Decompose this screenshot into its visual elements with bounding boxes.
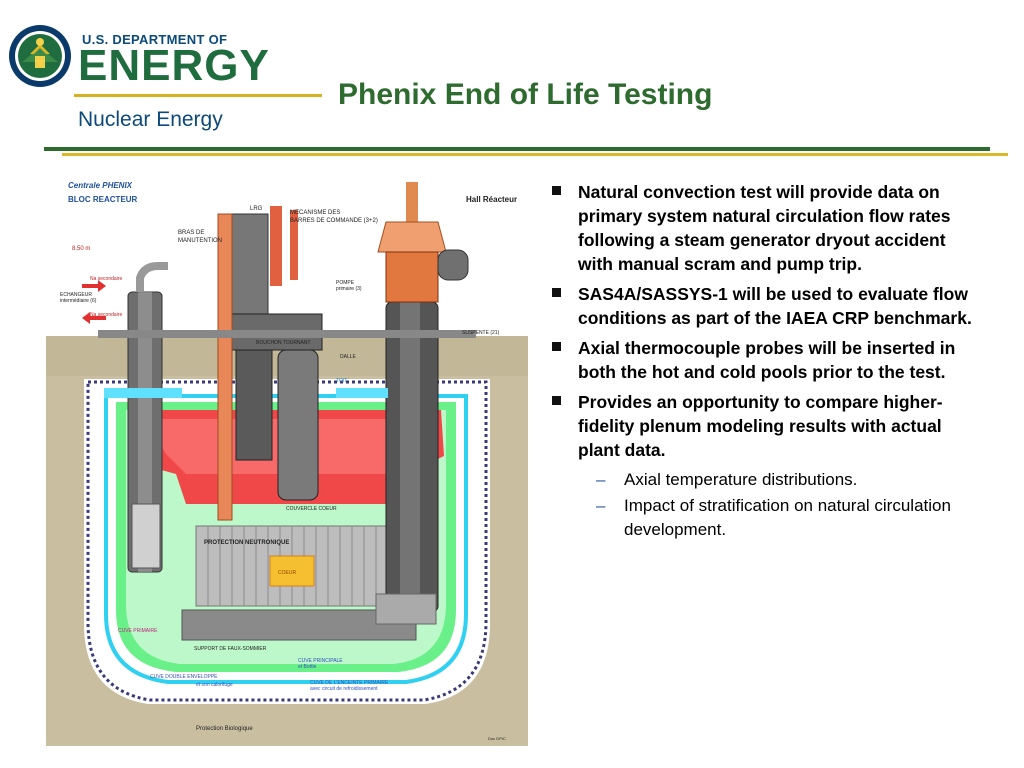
label-barres: BARRES DE COMMANDE (3+2) bbox=[290, 218, 378, 224]
energy-wordmark: ENERGY bbox=[78, 41, 270, 90]
reactor-block-diagram: Centrale PHENIX BLOC REACTEUR Hall Réact… bbox=[46, 174, 528, 746]
label-protection: PROTECTION NEUTRONIQUE bbox=[204, 540, 289, 546]
label-cuve-primaire: CUVE PRIMAIRE bbox=[118, 628, 158, 634]
label-coeur: COEUR bbox=[278, 570, 296, 576]
label-toit: TOIT bbox=[336, 378, 347, 384]
label-cuve-double: CUVE DOUBLE ENVELOPPE bbox=[150, 674, 218, 680]
label-avec-circuit: avec circuit de refroidissement bbox=[310, 686, 378, 692]
square-bullet-icon bbox=[552, 186, 561, 195]
square-bullet-icon bbox=[552, 342, 561, 351]
label-manutention: MANUTENTION bbox=[178, 238, 222, 244]
bullet-item: SAS4A/SASSYS-1 will be used to evaluate … bbox=[552, 282, 982, 330]
label-level: 8.50 m bbox=[72, 246, 90, 252]
label-et-bottle: et Bottle bbox=[298, 664, 317, 670]
label-mecanisme: MECANISME DES bbox=[290, 210, 340, 216]
bullet-item: Provides an opportunity to compare highe… bbox=[552, 390, 982, 462]
label-support: SUPPORT DE FAUX-SOMMIER bbox=[194, 646, 267, 652]
label-pompe: POMPE bbox=[336, 280, 355, 286]
label-cuve-principale: CUVE PRINCIPALE bbox=[298, 658, 343, 664]
header-rule-gold bbox=[62, 153, 1008, 156]
label-primaire3: primaire (3) bbox=[336, 286, 362, 292]
label-intermediaire: intermédiaire (6) bbox=[60, 298, 97, 304]
logo-rule bbox=[74, 94, 322, 97]
label-bouchon: BOUCHON TOURNANT bbox=[256, 340, 311, 346]
sub-bullet-text: Impact of stratification on natural circ… bbox=[624, 496, 951, 539]
label-couvercle: COUVERCLE COEUR bbox=[286, 506, 337, 512]
core bbox=[269, 555, 315, 587]
header-rule-green bbox=[44, 147, 990, 151]
doe-logo: U.S. DEPARTMENT OF ENERGY Nuclear Energy bbox=[8, 24, 322, 144]
department-line: U.S. DEPARTMENT OF bbox=[82, 32, 228, 47]
label-suspente: SUSPENTE (21) bbox=[462, 330, 500, 336]
label-et-calorifuge: et son calorifuge bbox=[196, 682, 233, 688]
sub-bullet-item: – Impact of stratification on natural ci… bbox=[596, 494, 982, 542]
label-credit: Doc DPIC bbox=[488, 736, 506, 741]
label-protection-bio: Protection Biologique bbox=[196, 726, 253, 732]
office-subtitle: Nuclear Energy bbox=[78, 108, 223, 131]
slide-title: Phenix End of Life Testing bbox=[338, 78, 713, 111]
label-na-sec-1: Na secondaire bbox=[90, 276, 122, 282]
label-centrale: Centrale PHENIX bbox=[68, 181, 133, 190]
square-bullet-icon bbox=[552, 288, 561, 297]
bullet-item: Axial thermocouple probes will be insert… bbox=[552, 336, 982, 384]
bullet-text: Natural convection test will provide dat… bbox=[578, 182, 951, 274]
sub-bullet-item: – Axial temperature distributions. bbox=[596, 468, 982, 492]
bullet-text: Provides an opportunity to compare highe… bbox=[578, 392, 943, 460]
bullet-item: Natural convection test will provide dat… bbox=[552, 180, 982, 276]
label-cuve-enceinte: CUVE DE L'ENCEINTE PRIMAIRE bbox=[310, 680, 389, 686]
label-echangeur: ECHANGEUR bbox=[60, 292, 92, 298]
label-lrg: LRG bbox=[250, 206, 263, 212]
bullet-text: SAS4A/SASSYS-1 will be used to evaluate … bbox=[578, 284, 972, 328]
dash-bullet-icon: – bbox=[596, 496, 606, 515]
handling-arm bbox=[217, 213, 233, 521]
doe-seal-icon bbox=[9, 25, 71, 87]
label-na-sec-2: Na secondaire bbox=[90, 312, 122, 318]
label-bras: BRAS DE bbox=[178, 230, 204, 236]
sub-bullet-text: Axial temperature distributions. bbox=[624, 470, 858, 489]
label-hall: Hall Réacteur bbox=[466, 195, 517, 204]
label-bloc: BLOC REACTEUR bbox=[68, 195, 138, 204]
label-dalle: DALLE bbox=[340, 354, 357, 360]
main-vessel bbox=[104, 394, 468, 684]
bullet-list: Natural convection test will provide dat… bbox=[552, 180, 982, 544]
bullet-text: Axial thermocouple probes will be insert… bbox=[578, 338, 956, 382]
dash-bullet-icon: – bbox=[596, 470, 606, 489]
square-bullet-icon bbox=[552, 396, 561, 405]
